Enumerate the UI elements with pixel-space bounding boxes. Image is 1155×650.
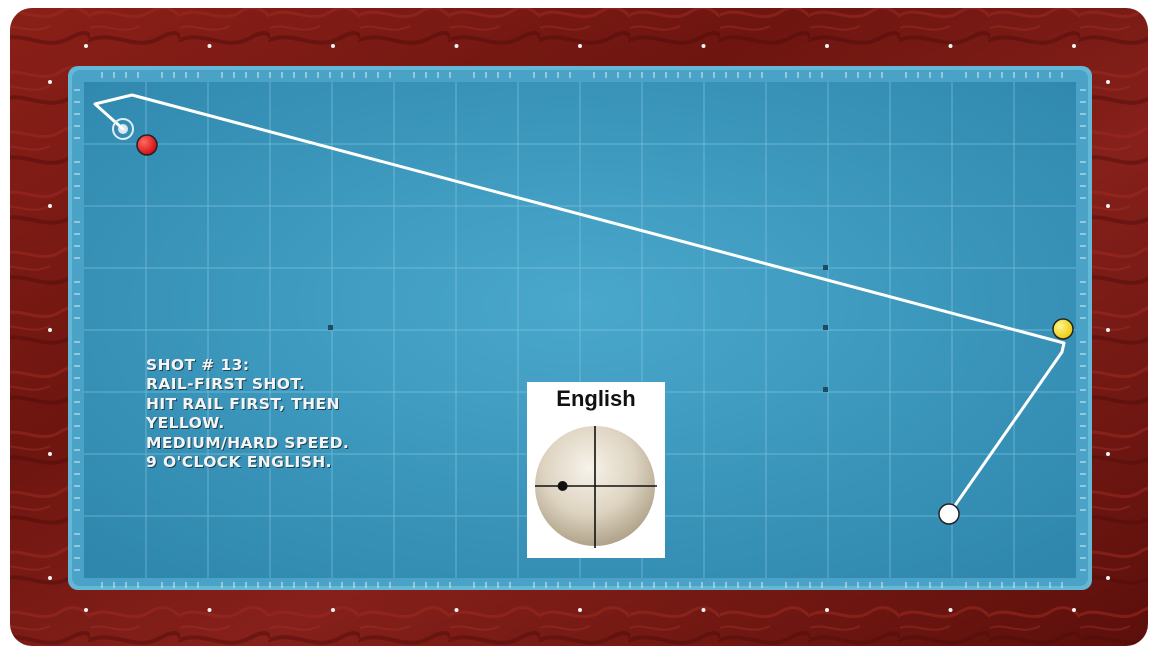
diamond-marker: [825, 44, 829, 48]
diamond-marker: [84, 44, 88, 48]
shot-path: [93, 93, 1066, 516]
diamond-marker: [48, 452, 52, 456]
shot-title: SHOT # 13:: [146, 356, 250, 374]
diamond-marker: [1072, 44, 1076, 48]
english-title: English: [556, 386, 636, 411]
diamond-marker: [948, 608, 953, 612]
cue-ball-english-diagram: [535, 426, 657, 548]
diamond-marker: [1106, 80, 1110, 84]
diamond-marker: [1106, 204, 1110, 208]
diamond-marker: [48, 328, 52, 332]
red-ball[interactable]: [136, 134, 158, 156]
white-cue-ball[interactable]: [938, 503, 960, 525]
diamond-marker: [1106, 452, 1110, 456]
spot: [328, 325, 333, 330]
shot-instructions: SHOT # 13: RAIL-FIRST SHOT. HIT RAIL FIR…: [146, 356, 486, 472]
diamond-marker: [48, 80, 52, 84]
spot: [823, 325, 828, 330]
cushion-ticks: [74, 72, 1086, 588]
diamond-marker: [454, 608, 459, 612]
ghost-ball: [112, 118, 134, 140]
shot-line: YELLOW.: [146, 414, 225, 433]
diamond-marker: [701, 44, 706, 48]
diamond-marker: [331, 44, 335, 48]
spot: [823, 387, 828, 392]
diamond-marker: [1072, 608, 1076, 612]
rail-diamonds: [48, 44, 1110, 612]
english-tip-marker: [557, 481, 568, 491]
table-spots: [328, 265, 828, 392]
diamond-marker: [84, 608, 88, 612]
shot-line: MEDIUM/HARD SPEED.: [146, 433, 350, 452]
diamond-marker: [207, 608, 212, 612]
diamond-marker: [1106, 328, 1110, 332]
diamond-marker: [207, 44, 212, 48]
diamond-marker: [578, 608, 582, 612]
diamond-marker: [48, 204, 52, 208]
diamond-marker: [1106, 576, 1110, 580]
spot: [823, 265, 828, 270]
diamond-marker: [948, 44, 953, 48]
diamond-marker: [578, 44, 582, 48]
diamond-marker: [48, 576, 52, 580]
diamond-marker: [331, 608, 335, 612]
shot-line: HIT RAIL FIRST, THEN: [146, 394, 340, 413]
yellow-ball[interactable]: [1052, 318, 1074, 340]
diamond-marker: [701, 608, 706, 612]
diamond-marker: [825, 608, 829, 612]
shot-line: RAIL-FIRST SHOT.: [146, 375, 306, 394]
shot-line: 9 O'CLOCK ENGLISH.: [146, 453, 332, 472]
diamond-marker: [454, 44, 459, 48]
english-panel: English: [527, 382, 665, 558]
